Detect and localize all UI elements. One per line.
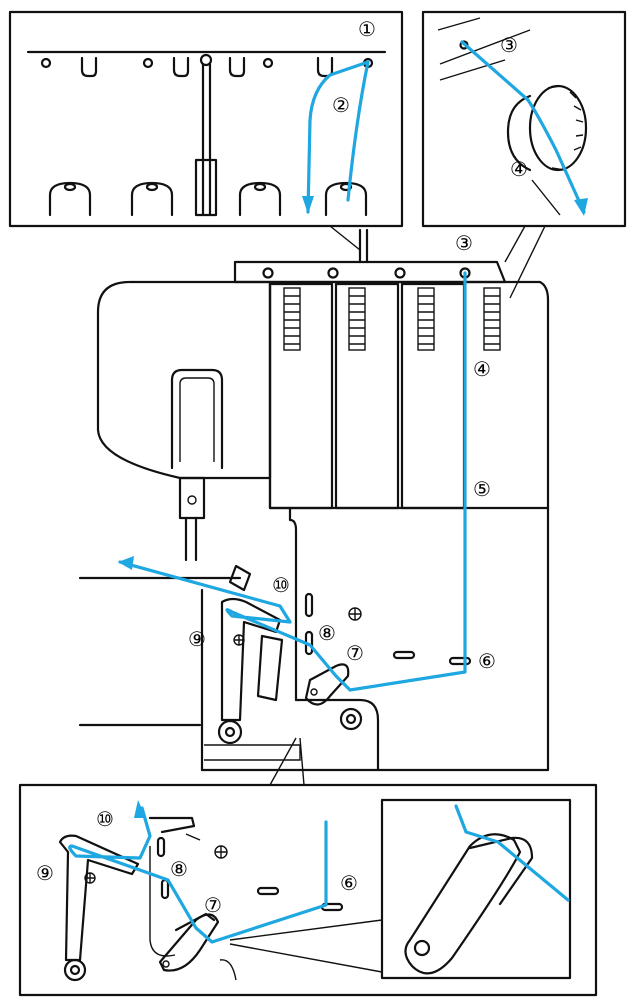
thread-guide-inset: ① ② bbox=[8, 10, 404, 228]
label-step2: ② bbox=[332, 93, 350, 117]
thread-path-main bbox=[118, 271, 467, 692]
spool-2 bbox=[130, 181, 174, 217]
label-step4: ④ bbox=[473, 357, 491, 381]
thread-path-dial bbox=[460, 40, 586, 214]
label-step4-inset: ④ bbox=[510, 157, 528, 181]
label-step6-detail: ⑥ bbox=[340, 871, 358, 895]
serger-machine: ③ ④ ⑤ ⑥ ⑦ ⑧ ⑨ ⑩ bbox=[78, 228, 550, 772]
label-step10-detail: ⑩ bbox=[96, 807, 114, 831]
thread-path-detail bbox=[68, 806, 328, 944]
guide-zoom-box bbox=[380, 798, 572, 980]
label-step7: ⑦ bbox=[346, 641, 364, 665]
label-step1: ① bbox=[358, 17, 376, 41]
label-step6: ⑥ bbox=[478, 649, 496, 673]
looper-detail-inset: ⑨ ⑩ ⑧ ⑦ ⑥ bbox=[18, 783, 598, 997]
spool-3 bbox=[238, 181, 282, 217]
label-step9: ⑨ bbox=[188, 627, 206, 651]
label-step3: ③ bbox=[455, 231, 473, 255]
spool-1 bbox=[48, 181, 92, 217]
label-step8: ⑧ bbox=[318, 621, 336, 645]
label-step8-detail: ⑧ bbox=[170, 857, 188, 881]
label-step3-inset: ③ bbox=[500, 33, 518, 57]
thread-path-guide bbox=[306, 60, 370, 214]
label-step10: ⑩ bbox=[272, 573, 290, 597]
label-step9-detail: ⑨ bbox=[36, 861, 54, 885]
tension-dial-inset: ③ ④ bbox=[421, 10, 627, 228]
label-step7-detail: ⑦ bbox=[204, 893, 222, 917]
tension-dial-ridges bbox=[283, 287, 501, 351]
spool-4 bbox=[324, 181, 368, 217]
label-step5: ⑤ bbox=[473, 477, 491, 501]
